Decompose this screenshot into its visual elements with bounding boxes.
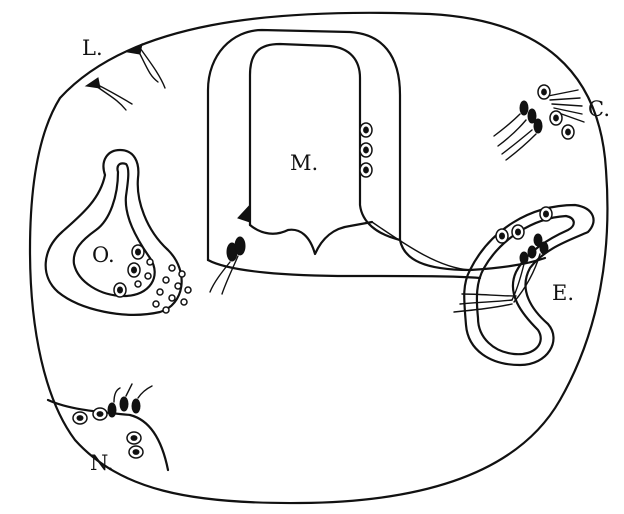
region-c-cells (494, 85, 584, 160)
region-m-structure (208, 30, 545, 278)
label-e: E. (552, 281, 574, 305)
label-m: M. (290, 151, 318, 175)
region-n-cells (73, 384, 152, 458)
label-n: N. (90, 451, 114, 475)
region-e-organ (464, 205, 593, 365)
label-l: L. (82, 36, 103, 60)
label-o: O. (92, 243, 115, 267)
label-c: C. (588, 97, 610, 121)
